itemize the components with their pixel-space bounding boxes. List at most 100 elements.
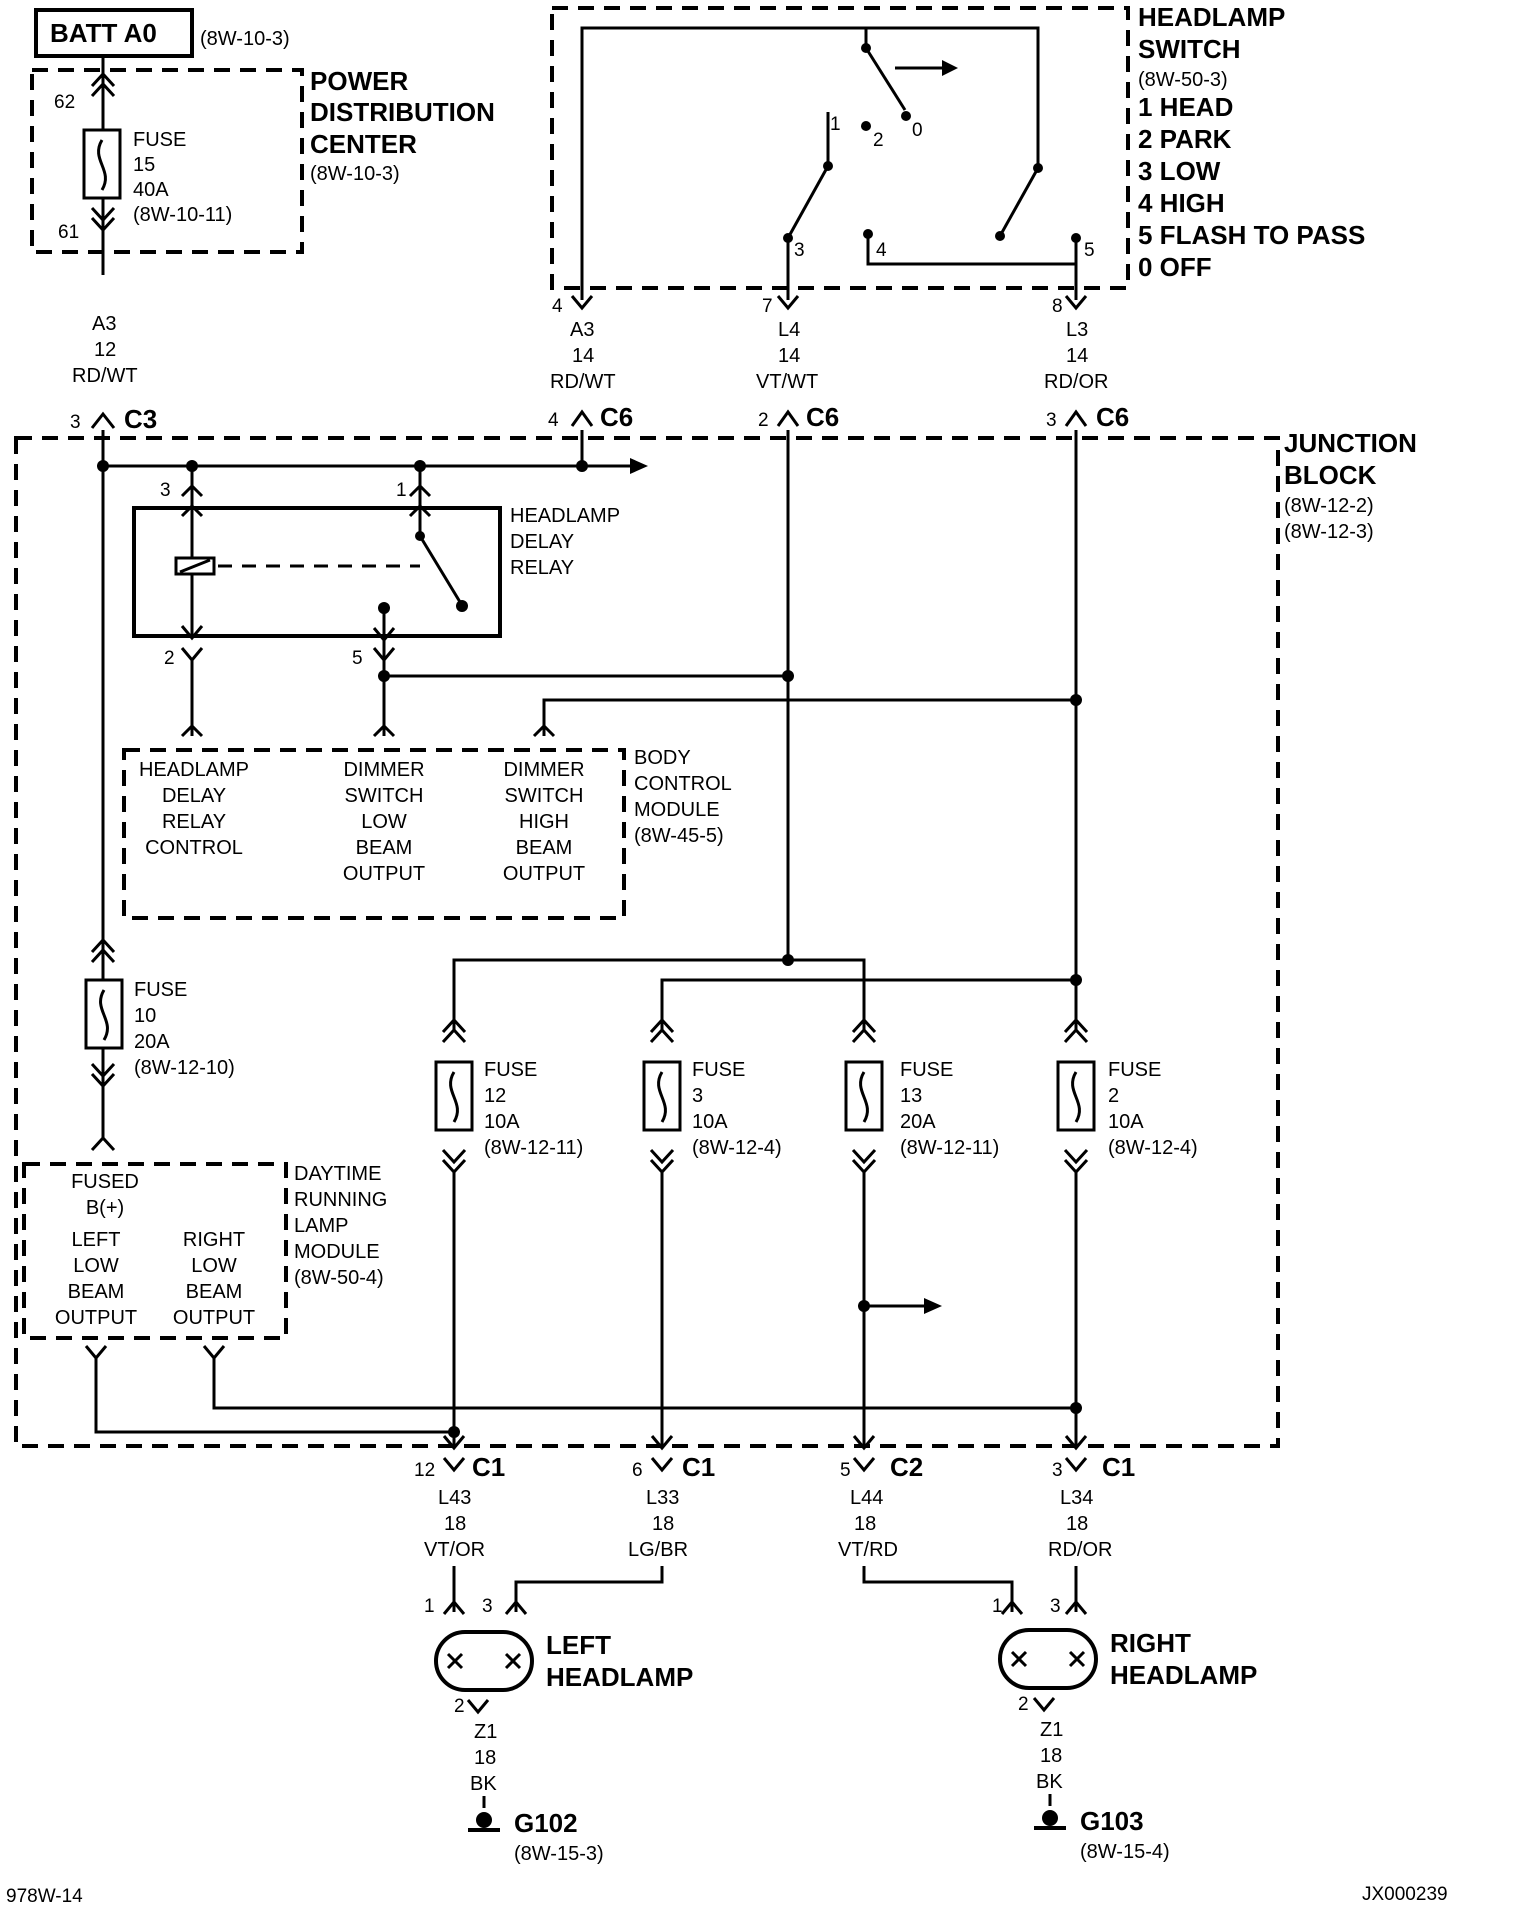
drl-left-2: LOW	[73, 1255, 119, 1277]
headlamp-delay-relay: 3 1 HEADLAMP DELAY RELAY 2 5	[132, 466, 1082, 738]
bcm-out3-l1: DIMMER	[503, 759, 584, 781]
switch-contact-3: 3	[794, 240, 805, 261]
jb-title-1: JUNCTION	[1284, 428, 1417, 458]
bcm-out3-l3: HIGH	[519, 811, 569, 833]
pdc-title-3: CENTER	[310, 129, 417, 159]
drl-right-4: OUTPUT	[173, 1307, 255, 1329]
switch-legend-head: 1 HEAD	[1138, 92, 1233, 122]
fuse3-label: FUSE	[692, 1059, 745, 1081]
right-ground-gauge: 18	[1040, 1745, 1062, 1767]
jb-conn-a3: C6	[600, 402, 633, 432]
fuse3-rating: 10A	[692, 1111, 728, 1133]
jb-conn-l4: C6	[806, 402, 839, 432]
right-ground-ref: (8W-15-4)	[1080, 1841, 1170, 1863]
right-ground-color: BK	[1036, 1771, 1063, 1793]
right-lamp-title-1: RIGHT	[1110, 1628, 1191, 1658]
switch-title-1: HEADLAMP	[1138, 2, 1285, 32]
switch-ref: (8W-50-3)	[1138, 69, 1228, 91]
footer-left: 978W-14	[6, 1886, 83, 1907]
switch-contact-2: 2	[873, 130, 884, 151]
jb-ref-2: (8W-12-3)	[1284, 521, 1374, 543]
left-lamp-pin-3: 3	[482, 1596, 493, 1617]
fuse12-ref: (8W-12-11)	[484, 1137, 583, 1159]
pdc-fuse-rating: 40A	[133, 179, 169, 201]
switch-title-2: SWITCH	[1138, 34, 1241, 64]
out-l43-pin: 12	[414, 1460, 435, 1481]
out-l44-color: VT/RD	[838, 1539, 898, 1561]
switch-pin-a3: 4	[552, 296, 563, 317]
fuse-2: FUSE 2 10A (8W-12-4)	[1056, 1017, 1198, 1448]
out-l33-color: LG/BR	[628, 1539, 688, 1561]
bcm-out2-l2: SWITCH	[345, 785, 424, 807]
relay-title-2: DELAY	[510, 531, 574, 553]
out-l34-pin: 3	[1052, 1460, 1063, 1481]
right-headlamp: 1 3 RIGHT HEADLAMP 2 Z1 18 BK G103 (8W-1…	[992, 1596, 1257, 1863]
out-l44-conn: C2	[890, 1452, 923, 1482]
fuse-13: FUSE 13 20A (8W-12-11)	[844, 1017, 999, 1448]
out-l43-color: VT/OR	[424, 1539, 485, 1561]
footer-right: JX000239	[1362, 1884, 1448, 1905]
drl-left-4: OUTPUT	[55, 1307, 137, 1329]
headlamp-switch: HEADLAMP SWITCH (8W-50-3) 1 HEAD 2 PARK …	[550, 2, 1365, 317]
drl-left-1: LEFT	[72, 1229, 121, 1251]
output-connectors: 12 C1 L43 18 VT/OR 6 C1 L33 18 LG/BR 5 C…	[414, 1435, 1135, 1612]
bcm-title-2: CONTROL	[634, 773, 732, 795]
wire-a3-circuit: A3	[570, 319, 594, 341]
bcm-out2-l1: DIMMER	[343, 759, 424, 781]
drl-input-2: B(+)	[86, 1197, 124, 1219]
wire-l3-gauge: 14	[1066, 345, 1088, 367]
right-ground-circuit: Z1	[1040, 1719, 1063, 1741]
pdc-fuse-number: 15	[133, 154, 155, 176]
bcm-out1-l4: CONTROL	[145, 837, 243, 859]
switch-pin-l3: 8	[1052, 296, 1063, 317]
fuse2-ref: (8W-12-4)	[1108, 1137, 1198, 1159]
jb-conn-l3: C6	[1096, 402, 1129, 432]
bcm-out2-l5: OUTPUT	[343, 863, 425, 885]
right-lamp-pin-3: 3	[1050, 1596, 1061, 1617]
fuse12-label: FUSE	[484, 1059, 537, 1081]
drl-title-2: RUNNING	[294, 1189, 387, 1211]
bcm-out1-l3: RELAY	[162, 811, 226, 833]
junction-block: JUNCTION BLOCK (8W-12-2) (8W-12-3)	[14, 428, 1417, 1448]
jb-pin-l4: 2	[758, 410, 769, 431]
fuse12-number: 12	[484, 1085, 506, 1107]
bcm-ref: (8W-45-5)	[634, 825, 724, 847]
out-l44-pin: 5	[840, 1460, 851, 1481]
pdc-fuse-ref: (8W-10-11)	[133, 204, 232, 226]
fuse10-number: 10	[134, 1005, 156, 1027]
right-lamp-title-2: HEADLAMP	[1110, 1660, 1257, 1690]
wire-a3-gauge: 14	[572, 345, 594, 367]
switch-pin-l4: 7	[762, 296, 773, 317]
switch-legend-park: 2 PARK	[1138, 124, 1232, 154]
wire-l3-circuit: L3	[1066, 319, 1088, 341]
fuse13-ref: (8W-12-11)	[900, 1137, 999, 1159]
wire-l4-gauge: 14	[778, 345, 800, 367]
relay-title-3: RELAY	[510, 557, 574, 579]
relay-pin-5: 5	[352, 648, 363, 669]
fuse3-number: 3	[692, 1085, 703, 1107]
left-lamp-pin-2: 2	[454, 1696, 465, 1717]
fuse3-ref: (8W-12-4)	[692, 1137, 782, 1159]
out-l34-conn: C1	[1102, 1452, 1135, 1482]
left-headlamp: 1 3 LEFT HEADLAMP 2 Z1 18 BK G102 (8W-15…	[424, 1596, 693, 1865]
jb-ref-1: (8W-12-2)	[1284, 495, 1374, 517]
bcm-title-1: BODY	[634, 747, 691, 769]
bcm-out1-l1: HEADLAMP	[139, 759, 249, 781]
out-l34-circuit: L34	[1060, 1487, 1093, 1509]
wire-l3-color: RD/OR	[1044, 371, 1108, 393]
pdc-wire-gauge: 12	[94, 339, 116, 361]
pdc-ref: (8W-10-3)	[310, 163, 400, 185]
bcm-out1-l2: DELAY	[162, 785, 226, 807]
out-l33-conn: C1	[682, 1452, 715, 1482]
left-lamp-pin-1: 1	[424, 1596, 435, 1617]
fuse10-ref: (8W-12-10)	[134, 1057, 235, 1079]
bcm-title-3: MODULE	[634, 799, 720, 821]
out-l43-conn: C1	[472, 1452, 505, 1482]
left-ground-ref: (8W-15-3)	[514, 1843, 604, 1865]
relay-pin-2: 2	[164, 648, 175, 669]
out-l44-circuit: L44	[850, 1487, 883, 1509]
left-ground-color: BK	[470, 1773, 497, 1795]
fuse10-label: FUSE	[134, 979, 187, 1001]
out-l34-gauge: 18	[1066, 1513, 1088, 1535]
switch-contact-1: 1	[830, 114, 841, 135]
